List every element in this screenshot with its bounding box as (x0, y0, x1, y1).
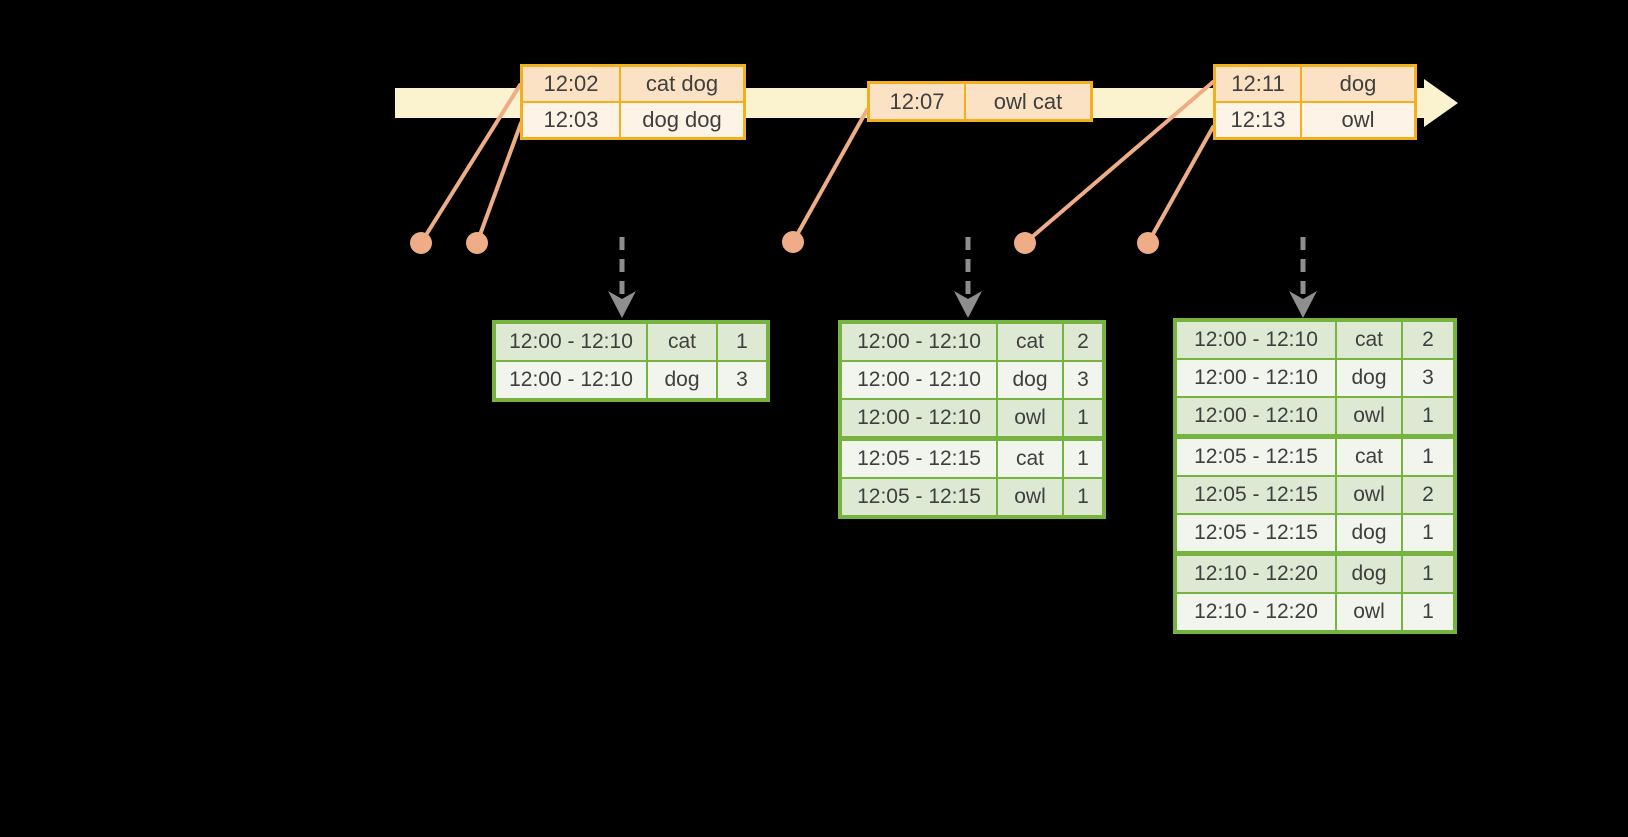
result-word: owl (1335, 475, 1403, 515)
trigger-arrows (608, 237, 1317, 318)
event-time: 12:07 (867, 81, 966, 122)
event-time: 12:11 (1213, 64, 1302, 103)
result-count: 2 (1062, 321, 1105, 362)
result-word: owl (1335, 592, 1403, 633)
result-window: 12:10 - 12:20 (1174, 592, 1337, 633)
result-count: 1 (1062, 398, 1105, 440)
result-word: cat (1335, 319, 1403, 360)
trigger-arrowhead-icon (1289, 291, 1317, 318)
result-word: owl (996, 398, 1064, 440)
event-words: dog (1300, 64, 1417, 103)
result-count: 1 (1401, 513, 1456, 555)
trigger-arrowhead-icon (954, 291, 982, 318)
result-count: 1 (1401, 592, 1456, 633)
event-words: owl (1300, 101, 1417, 140)
result-window: 12:00 - 12:10 (839, 398, 998, 440)
result-count: 2 (1401, 475, 1456, 515)
result-count: 1 (1401, 434, 1456, 477)
event-connector-line (1146, 125, 1215, 245)
result-window: 12:05 - 12:15 (839, 436, 998, 479)
result-window: 12:10 - 12:20 (1174, 551, 1337, 594)
event-time: 12:02 (520, 64, 621, 103)
result-window: 12:00 - 12:10 (493, 360, 648, 401)
result-window: 12:00 - 12:10 (839, 321, 998, 362)
event-dot (466, 232, 488, 254)
result-word: dog (1335, 513, 1403, 555)
result-count: 3 (1062, 360, 1105, 400)
timeline-arrowhead-icon (1424, 79, 1458, 127)
result-word: dog (996, 360, 1064, 400)
result-window: 12:00 - 12:10 (1174, 396, 1337, 438)
event-dot (410, 232, 432, 254)
event-connector-line (791, 108, 869, 244)
event-dot (1137, 232, 1159, 254)
result-window: 12:05 - 12:15 (1174, 513, 1337, 555)
result-word: dog (646, 360, 718, 401)
result-count: 1 (1401, 551, 1456, 594)
event-words: cat dog (619, 64, 746, 103)
event-dot (782, 231, 804, 253)
result-window: 12:00 - 12:10 (493, 321, 648, 362)
result-window: 12:00 - 12:10 (839, 360, 998, 400)
event-words: owl cat (964, 81, 1093, 122)
result-word: dog (1335, 551, 1403, 594)
result-count: 1 (1062, 436, 1105, 479)
result-window: 12:00 - 12:10 (1174, 358, 1337, 398)
result-count: 3 (1401, 358, 1456, 398)
event-connector-line (475, 121, 523, 245)
trigger-arrowhead-icon (608, 291, 636, 318)
event-words: dog dog (619, 101, 746, 140)
event-dots (410, 231, 1159, 254)
result-window: 12:00 - 12:10 (1174, 319, 1337, 360)
result-word: cat (996, 436, 1064, 479)
result-word: cat (646, 321, 718, 362)
result-count: 3 (716, 360, 769, 401)
result-word: cat (1335, 434, 1403, 477)
result-count: 1 (1401, 396, 1456, 438)
result-window: 12:05 - 12:15 (839, 477, 998, 518)
result-count: 2 (1401, 319, 1456, 360)
result-word: owl (996, 477, 1064, 518)
result-window: 12:05 - 12:15 (1174, 434, 1337, 477)
result-count: 1 (716, 321, 769, 362)
event-time: 12:03 (520, 101, 621, 140)
result-count: 1 (1062, 477, 1105, 518)
result-word: cat (996, 321, 1064, 362)
result-window: 12:05 - 12:15 (1174, 475, 1337, 515)
result-word: owl (1335, 396, 1403, 438)
result-word: dog (1335, 358, 1403, 398)
event-time: 12:13 (1213, 101, 1302, 140)
event-dot (1014, 232, 1036, 254)
